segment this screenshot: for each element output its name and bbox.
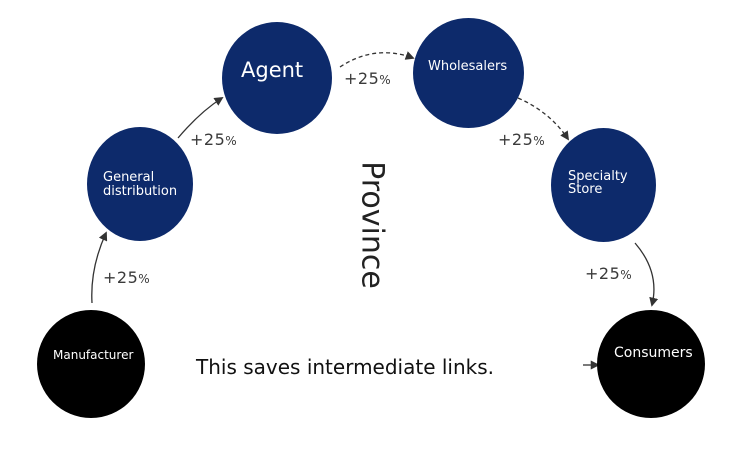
wholesalers-label: Wholesalers (428, 59, 508, 74)
markup-label-wholesalers-specialty: +25% (498, 130, 546, 149)
diagram-note: This saves intermediate links. (196, 355, 495, 379)
specialty-store-node: Specialty Store (551, 128, 656, 242)
arrow-general-to-agent (177, 97, 224, 139)
consumers-node: Consumers (597, 310, 705, 418)
markup-label-manufacturer-general: +25% (103, 268, 151, 287)
agent-label: Agent (241, 58, 304, 82)
specialty-store-label-line1: Specialty (568, 169, 628, 184)
markup-label-general-agent: +25% (190, 130, 238, 149)
specialty-store-label-line2: Store (568, 182, 603, 197)
arrow-wholesalers-to-specialty (517, 97, 570, 141)
province-region-label: Province (347, 150, 397, 300)
arrow-agent-to-wholesalers (339, 51, 415, 68)
manufacturer-node: Manufacturer (37, 310, 145, 418)
province-text: Province (354, 161, 390, 289)
general-distribution-label-line1: General (103, 170, 155, 185)
consumers-label: Consumers (614, 345, 693, 361)
general-distribution-node: General distribution (87, 127, 193, 241)
arrow-manufacturer-to-general (91, 231, 108, 304)
manufacturer-label: Manufacturer (53, 348, 134, 362)
markup-label-specialty-consumers: +25% (585, 264, 633, 283)
general-distribution-label-line2: distribution (103, 184, 178, 199)
wholesalers-node: Wholesalers (413, 18, 524, 128)
arrow-specialty-to-consumers (634, 242, 659, 307)
markup-label-agent-wholesalers: +25% (344, 69, 392, 88)
agent-node: Agent (222, 22, 332, 134)
